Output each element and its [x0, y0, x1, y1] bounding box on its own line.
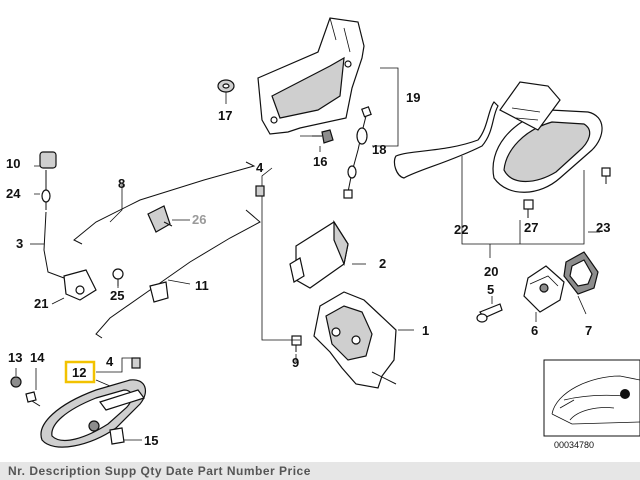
- part-25-screw[interactable]: [112, 268, 124, 286]
- reference-number: 00034780: [554, 440, 594, 450]
- parts-diagram: 1 2 3 4 4 5 6 7 8 9 10 11 12 13 14 15 16…: [6, 17, 640, 450]
- callout-4-upper[interactable]: 4: [256, 160, 264, 175]
- part-5-screw[interactable]: [476, 303, 503, 323]
- part-1-door-lock[interactable]: [313, 291, 397, 389]
- highlight-box-12: [64, 360, 96, 384]
- callout-10[interactable]: 10: [6, 156, 20, 171]
- callout-26[interactable]: 26: [192, 212, 206, 227]
- part-3-rod[interactable]: [43, 211, 77, 285]
- part-17-grommet[interactable]: [217, 79, 235, 93]
- callout-22[interactable]: 22: [454, 222, 468, 237]
- callout-13[interactable]: 13: [8, 350, 22, 365]
- callout-7[interactable]: 7: [585, 323, 592, 338]
- callout-21[interactable]: 21: [34, 296, 48, 311]
- part-20-outer-handle[interactable]: [492, 81, 603, 193]
- callout-9[interactable]: 9: [292, 355, 299, 370]
- part-18-rod[interactable]: [343, 106, 372, 199]
- part-16-clip[interactable]: [312, 129, 334, 144]
- parts-table-header: Nr. Description Supp Qty Date Part Numbe…: [0, 462, 640, 480]
- part-21-lever[interactable]: [63, 269, 97, 301]
- part-8-rod[interactable]: [73, 161, 256, 245]
- part-24-rod[interactable]: [41, 170, 51, 210]
- part-4-clip-lower[interactable]: [131, 357, 141, 369]
- part-15-clip[interactable]: [109, 427, 125, 445]
- part-19-handle-carrier[interactable]: [257, 17, 365, 135]
- part-11-rod[interactable]: [95, 209, 261, 339]
- callout-11[interactable]: 11: [195, 278, 209, 293]
- vehicle-inset: 00034780: [543, 359, 640, 450]
- part-10-knob[interactable]: [39, 151, 57, 169]
- callout-20[interactable]: 20: [484, 264, 498, 279]
- callout-15[interactable]: 15: [144, 433, 158, 448]
- callout-1[interactable]: 1: [422, 323, 429, 338]
- callout-4-lower[interactable]: 4: [106, 354, 114, 369]
- part-13-grommet[interactable]: [10, 376, 22, 388]
- part-22-gasket[interactable]: [393, 101, 499, 179]
- part-2-cover[interactable]: [289, 219, 349, 289]
- callout-27[interactable]: 27: [524, 220, 538, 235]
- part-6-bracket[interactable]: [523, 265, 565, 313]
- leader-lines: [15, 67, 600, 441]
- part-14-screw[interactable]: [25, 391, 41, 407]
- callout-19[interactable]: 19: [406, 90, 420, 105]
- callout-25[interactable]: 25: [110, 288, 124, 303]
- part-4-clip-upper[interactable]: [255, 185, 265, 197]
- part-9-screw[interactable]: [291, 335, 302, 352]
- callout-14[interactable]: 14: [30, 350, 45, 365]
- part-12-inner-handle[interactable]: [40, 379, 147, 448]
- part-7-seal[interactable]: [563, 251, 599, 295]
- callout-6[interactable]: 6: [531, 323, 538, 338]
- callout-2[interactable]: 2: [379, 256, 386, 271]
- callout-17[interactable]: 17: [218, 108, 232, 123]
- callout-23[interactable]: 23: [596, 220, 610, 235]
- callout-12[interactable]: 12: [72, 365, 86, 380]
- callout-labels: 1 2 3 4 4 5 6 7 8 9 10 11 12 13 14 15 16…: [6, 90, 610, 448]
- callout-5[interactable]: 5: [487, 282, 494, 297]
- callout-24[interactable]: 24: [6, 186, 21, 201]
- callout-16[interactable]: 16: [313, 154, 327, 169]
- part-27-screw[interactable]: [523, 199, 534, 218]
- part-23-screw[interactable]: [601, 167, 611, 184]
- callout-8[interactable]: 8: [118, 176, 125, 191]
- callout-18[interactable]: 18: [372, 142, 386, 157]
- callout-3[interactable]: 3: [16, 236, 23, 251]
- part-26-clip[interactable]: [147, 205, 173, 233]
